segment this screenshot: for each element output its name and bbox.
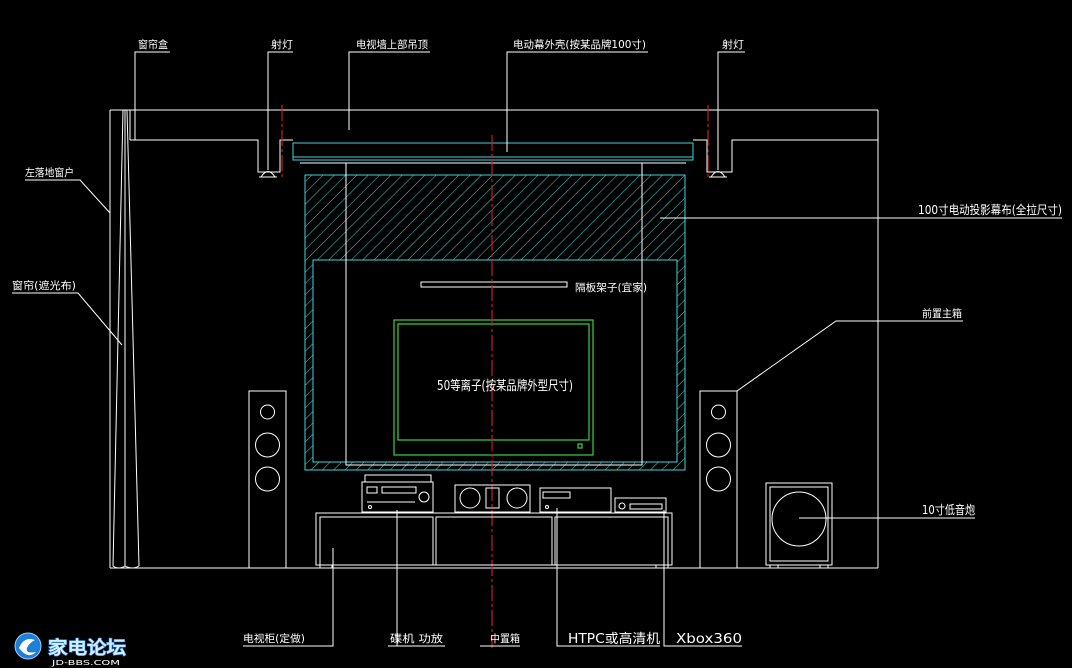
front-speaker-right: [699, 390, 738, 569]
shelf: [420, 281, 568, 288]
wall-outline: [109, 109, 879, 569]
curtain: [112, 109, 140, 569]
htpc-box: [539, 487, 612, 513]
subwoofer: [765, 482, 833, 569]
label-curtain: 窗帘(遮光布): [12, 279, 76, 292]
spotlight-right-icon: [709, 171, 727, 178]
label-shelf: 隔板架子(宜家): [575, 281, 647, 294]
front-speaker-left: [248, 390, 287, 569]
label-screen-housing: 电动幕外壳(按某品牌100寸): [513, 38, 646, 51]
label-ceiling: 电视墙上部吊顶: [356, 38, 428, 51]
label-subwoofer: 10寸低音炮: [922, 502, 975, 517]
label-left-window: 左落地窗户: [25, 166, 74, 179]
spotlight-left-icon: [259, 171, 277, 178]
logo-swirl-icon: [14, 632, 42, 660]
label-front-speaker: 前置主箱: [922, 307, 962, 320]
label-center-speaker: 中置箱: [490, 632, 520, 645]
ceiling-soffit: [130, 139, 878, 173]
center-speaker: [454, 484, 531, 513]
label-spotlight-right: 射灯: [722, 38, 745, 51]
label-xbox: Xbox360: [676, 632, 742, 647]
label-curtain-box: 窗帘盒: [138, 38, 168, 51]
leader-lines: [12, 51, 1062, 647]
logo-site: JD-BBS.COM: [50, 659, 120, 667]
plasma-tv: [393, 319, 594, 456]
label-htpc: HTPC或高清机: [568, 631, 660, 647]
projection-screen-area: [304, 174, 686, 471]
label-spotlight-left: 射灯: [271, 38, 294, 51]
tv-cabinet: [315, 512, 673, 569]
player-amplifier: [361, 474, 434, 513]
screen-fabric: [345, 162, 643, 466]
site-logo: 家电论坛 JD-BBS.COM: [14, 632, 127, 667]
logo-name: 家电论坛: [48, 637, 126, 659]
label-tv: 50等离子(按某品牌外型尺寸): [437, 378, 573, 394]
xbox-console: [614, 497, 667, 513]
label-player-amp: 碟机 功放: [390, 632, 444, 645]
label-projection-screen: 100寸电动投影幕布(全拉尺寸): [918, 202, 1062, 217]
label-tv-cabinet: 电视柜(定做): [243, 632, 305, 645]
screen-housing: [292, 142, 694, 164]
